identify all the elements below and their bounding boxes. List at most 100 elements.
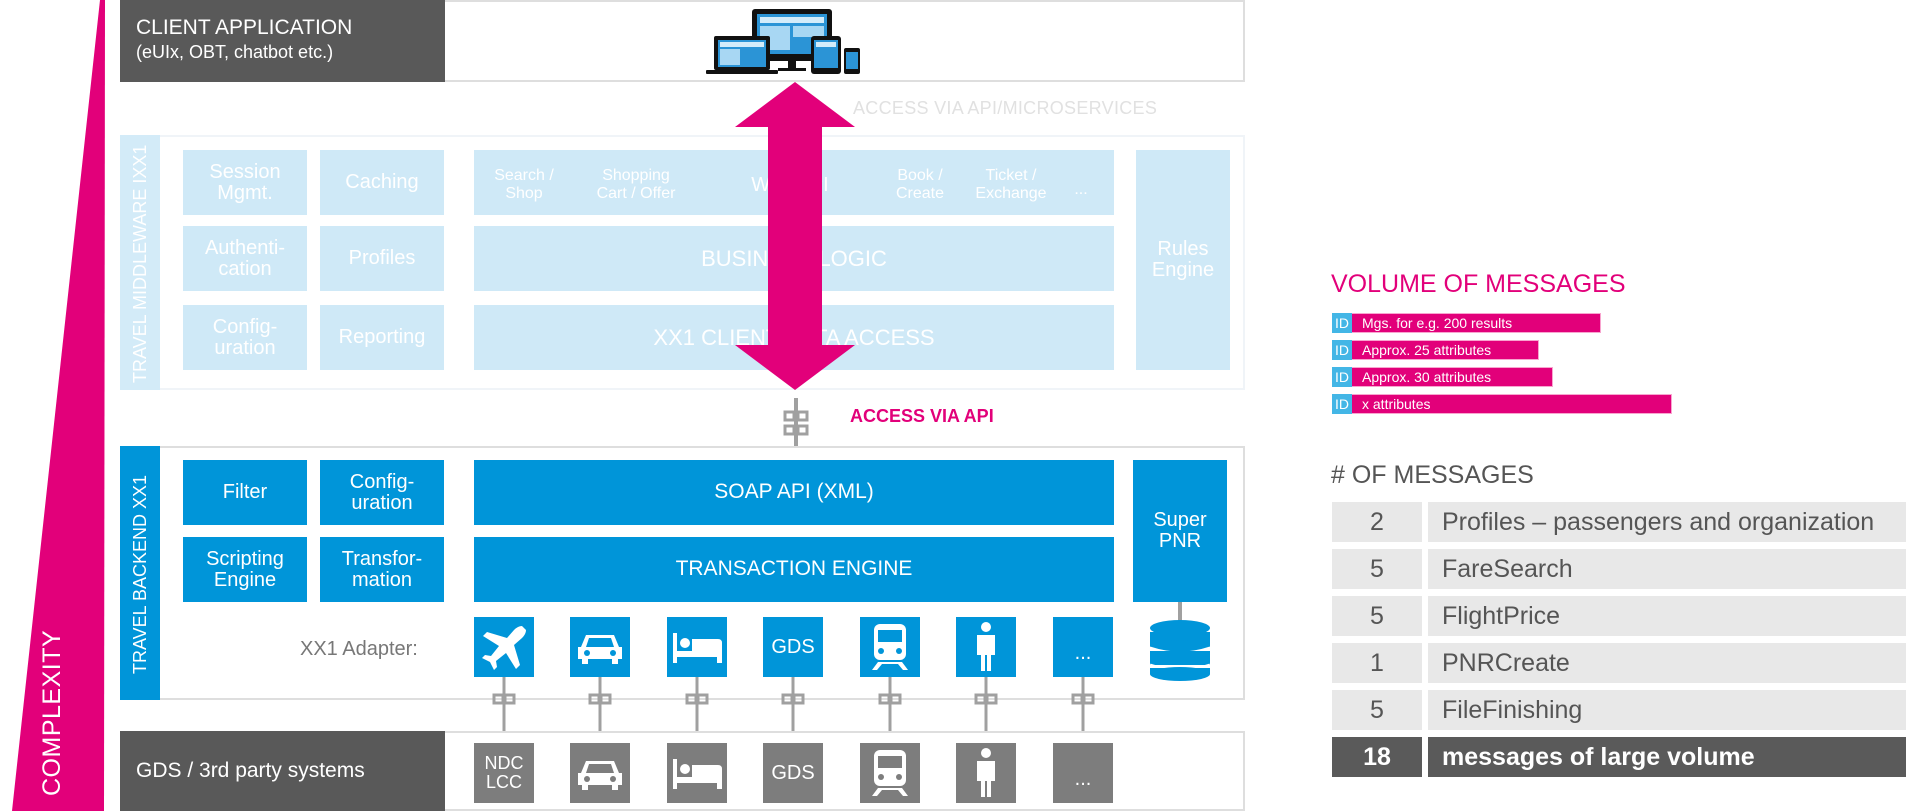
volume-bar-label: Approx. 25 attributes [1362, 342, 1492, 358]
mw-api-ticket-exchange: Ticket / Exchange [966, 160, 1056, 210]
adapter-hotel [667, 617, 727, 677]
volume-bar-label: x attributes [1362, 396, 1431, 412]
msg-label-1: Profiles – passengers and organization [1428, 502, 1906, 542]
gds-ndc-l2: LCC [485, 772, 522, 792]
mw-api-cart-l2: Cart / Offer [596, 185, 676, 202]
be-super-pnr-l1: Super [1153, 509, 1207, 531]
msg-count-1: 2 [1332, 502, 1422, 542]
adapter-label: XX1 Adapter: [300, 638, 418, 660]
be-filter: Filter [183, 460, 307, 525]
gds-hotel [667, 743, 727, 803]
msg-label-4: PNRCreate [1428, 643, 1906, 683]
msg-count-3: 5 [1332, 596, 1422, 636]
volume-bar-label: Approx. 30 attributes [1362, 369, 1492, 385]
complexity-wedge [12, 0, 105, 811]
adapter-airplane [474, 617, 534, 677]
person-icon [977, 748, 995, 797]
middleware-label: TRAVEL MIDDLEWARE IXX1 [130, 144, 150, 383]
client-application-title: CLIENT APPLICATION (eUIx, OBT, chatbot e… [120, 0, 445, 82]
gds-ndc-lcc: NDC LCC [474, 743, 534, 803]
train-icon [872, 750, 908, 796]
gds-gds: GDS [763, 743, 823, 803]
mw-api-more-l1: ... [1074, 180, 1088, 198]
connector-icon [783, 398, 809, 446]
mw-rules-engine: Rules Engine [1136, 150, 1230, 370]
adapter-car [570, 617, 630, 677]
be-transformation: Transfor- mation [320, 537, 444, 602]
mw-config-line1: Config- [212, 315, 278, 338]
mw-authentication: Authenti- cation [183, 226, 307, 291]
volume-id-badge: ID [1332, 394, 1352, 414]
gds-person [956, 743, 1016, 803]
airplane-icon [482, 626, 526, 670]
mw-rules-l1: Rules [1157, 238, 1209, 260]
gds-gds-label: GDS [771, 761, 815, 784]
car-icon [578, 635, 622, 664]
msg-label-3: FlightPrice [1428, 596, 1906, 636]
mw-api-shopping-cart: Shopping Cart / Offer [576, 160, 696, 210]
msg-total-label: messages of large volume [1428, 737, 1906, 777]
database-icon [1149, 620, 1211, 681]
adapter-connectors [492, 677, 1095, 731]
client-subtitle-text: (eUIx, OBT, chatbot etc.) [136, 42, 334, 62]
be-config-l2: uration [351, 491, 413, 514]
messages-title: # OF MESSAGES [1331, 461, 1534, 489]
mw-api-book-create: Book / Create [880, 160, 960, 210]
mw-api-book-l1: Book / [897, 166, 943, 184]
msg-label-5: FileFinishing [1428, 690, 1906, 730]
client-title-text: CLIENT APPLICATION [136, 16, 353, 39]
adapter-train [860, 617, 920, 677]
gds-train [860, 743, 920, 803]
msg-label-2: FareSearch [1428, 549, 1906, 589]
volume-title: VOLUME OF MESSAGES [1331, 270, 1626, 298]
hotel-bed-icon [673, 759, 722, 789]
mw-auth-line2: cation [218, 257, 272, 280]
volume-id-badge: ID [1332, 313, 1352, 333]
mw-caching: Caching [320, 150, 444, 215]
be-scripting-engine: Scripting Engine [183, 537, 307, 602]
mw-profiles: Profiles [320, 226, 444, 291]
be-config-l1: Config- [349, 470, 415, 493]
mw-session-line2: Mgmt. [217, 181, 273, 204]
adapter-more: ... [1053, 617, 1113, 677]
msg-count-4: 1 [1332, 643, 1422, 683]
middleware-side-band: TRAVEL MIDDLEWARE IXX1 [120, 135, 160, 390]
mw-api-search-shop: Search / Shop [484, 160, 564, 210]
adapter-gds-label: GDS [771, 635, 815, 658]
mw-session-line1: Session [209, 160, 281, 183]
volume-bar-label: Mgs. for e.g. 200 results [1362, 315, 1513, 331]
mw-configuration: Config- uration [183, 305, 307, 370]
gds-title: GDS / 3rd party systems [120, 731, 445, 811]
mw-api-book-l2: Create [895, 185, 945, 202]
msg-total-count: 18 [1332, 737, 1422, 777]
gds-ndc-l1: NDC [484, 753, 524, 774]
train-icon [872, 624, 908, 670]
be-soap-api: SOAP API (XML) [474, 460, 1114, 525]
mw-api-more: ... [1066, 175, 1096, 205]
be-scripting-l2: Engine [213, 568, 277, 591]
super-pnr-connector [1178, 602, 1182, 622]
gds-car [570, 743, 630, 803]
mw-config-line2: uration [214, 336, 276, 359]
gds-more-label: ... [1074, 767, 1092, 790]
mw-api-search-l1: Search / [494, 166, 554, 184]
hotel-bed-icon [673, 633, 722, 663]
mw-rules-l2: Engine [1151, 259, 1215, 281]
devices-icon [706, 9, 860, 74]
mw-session-mgmt: Session Mgmt. [183, 150, 307, 215]
msg-count-2: 5 [1332, 549, 1422, 589]
mw-auth-line1: Authenti- [204, 236, 286, 259]
msg-count-5: 5 [1332, 690, 1422, 730]
volume-id-badge: ID [1332, 367, 1352, 387]
be-filter-label: Filter [222, 481, 268, 503]
mw-reporting: Reporting [320, 305, 444, 370]
double-arrow-icon [735, 82, 855, 390]
mw-api-search-l2: Shop [505, 185, 543, 202]
be-scripting-l1: Scripting [206, 547, 284, 570]
adapter-gds: GDS [763, 617, 823, 677]
complexity-label: COMPLEXITY [38, 629, 66, 796]
be-configuration: Config- uration [320, 460, 444, 525]
mw-api-cart-l1: Shopping [602, 166, 670, 184]
be-super-pnr-l2: PNR [1158, 530, 1202, 552]
adapter-more-label: ... [1074, 641, 1092, 664]
